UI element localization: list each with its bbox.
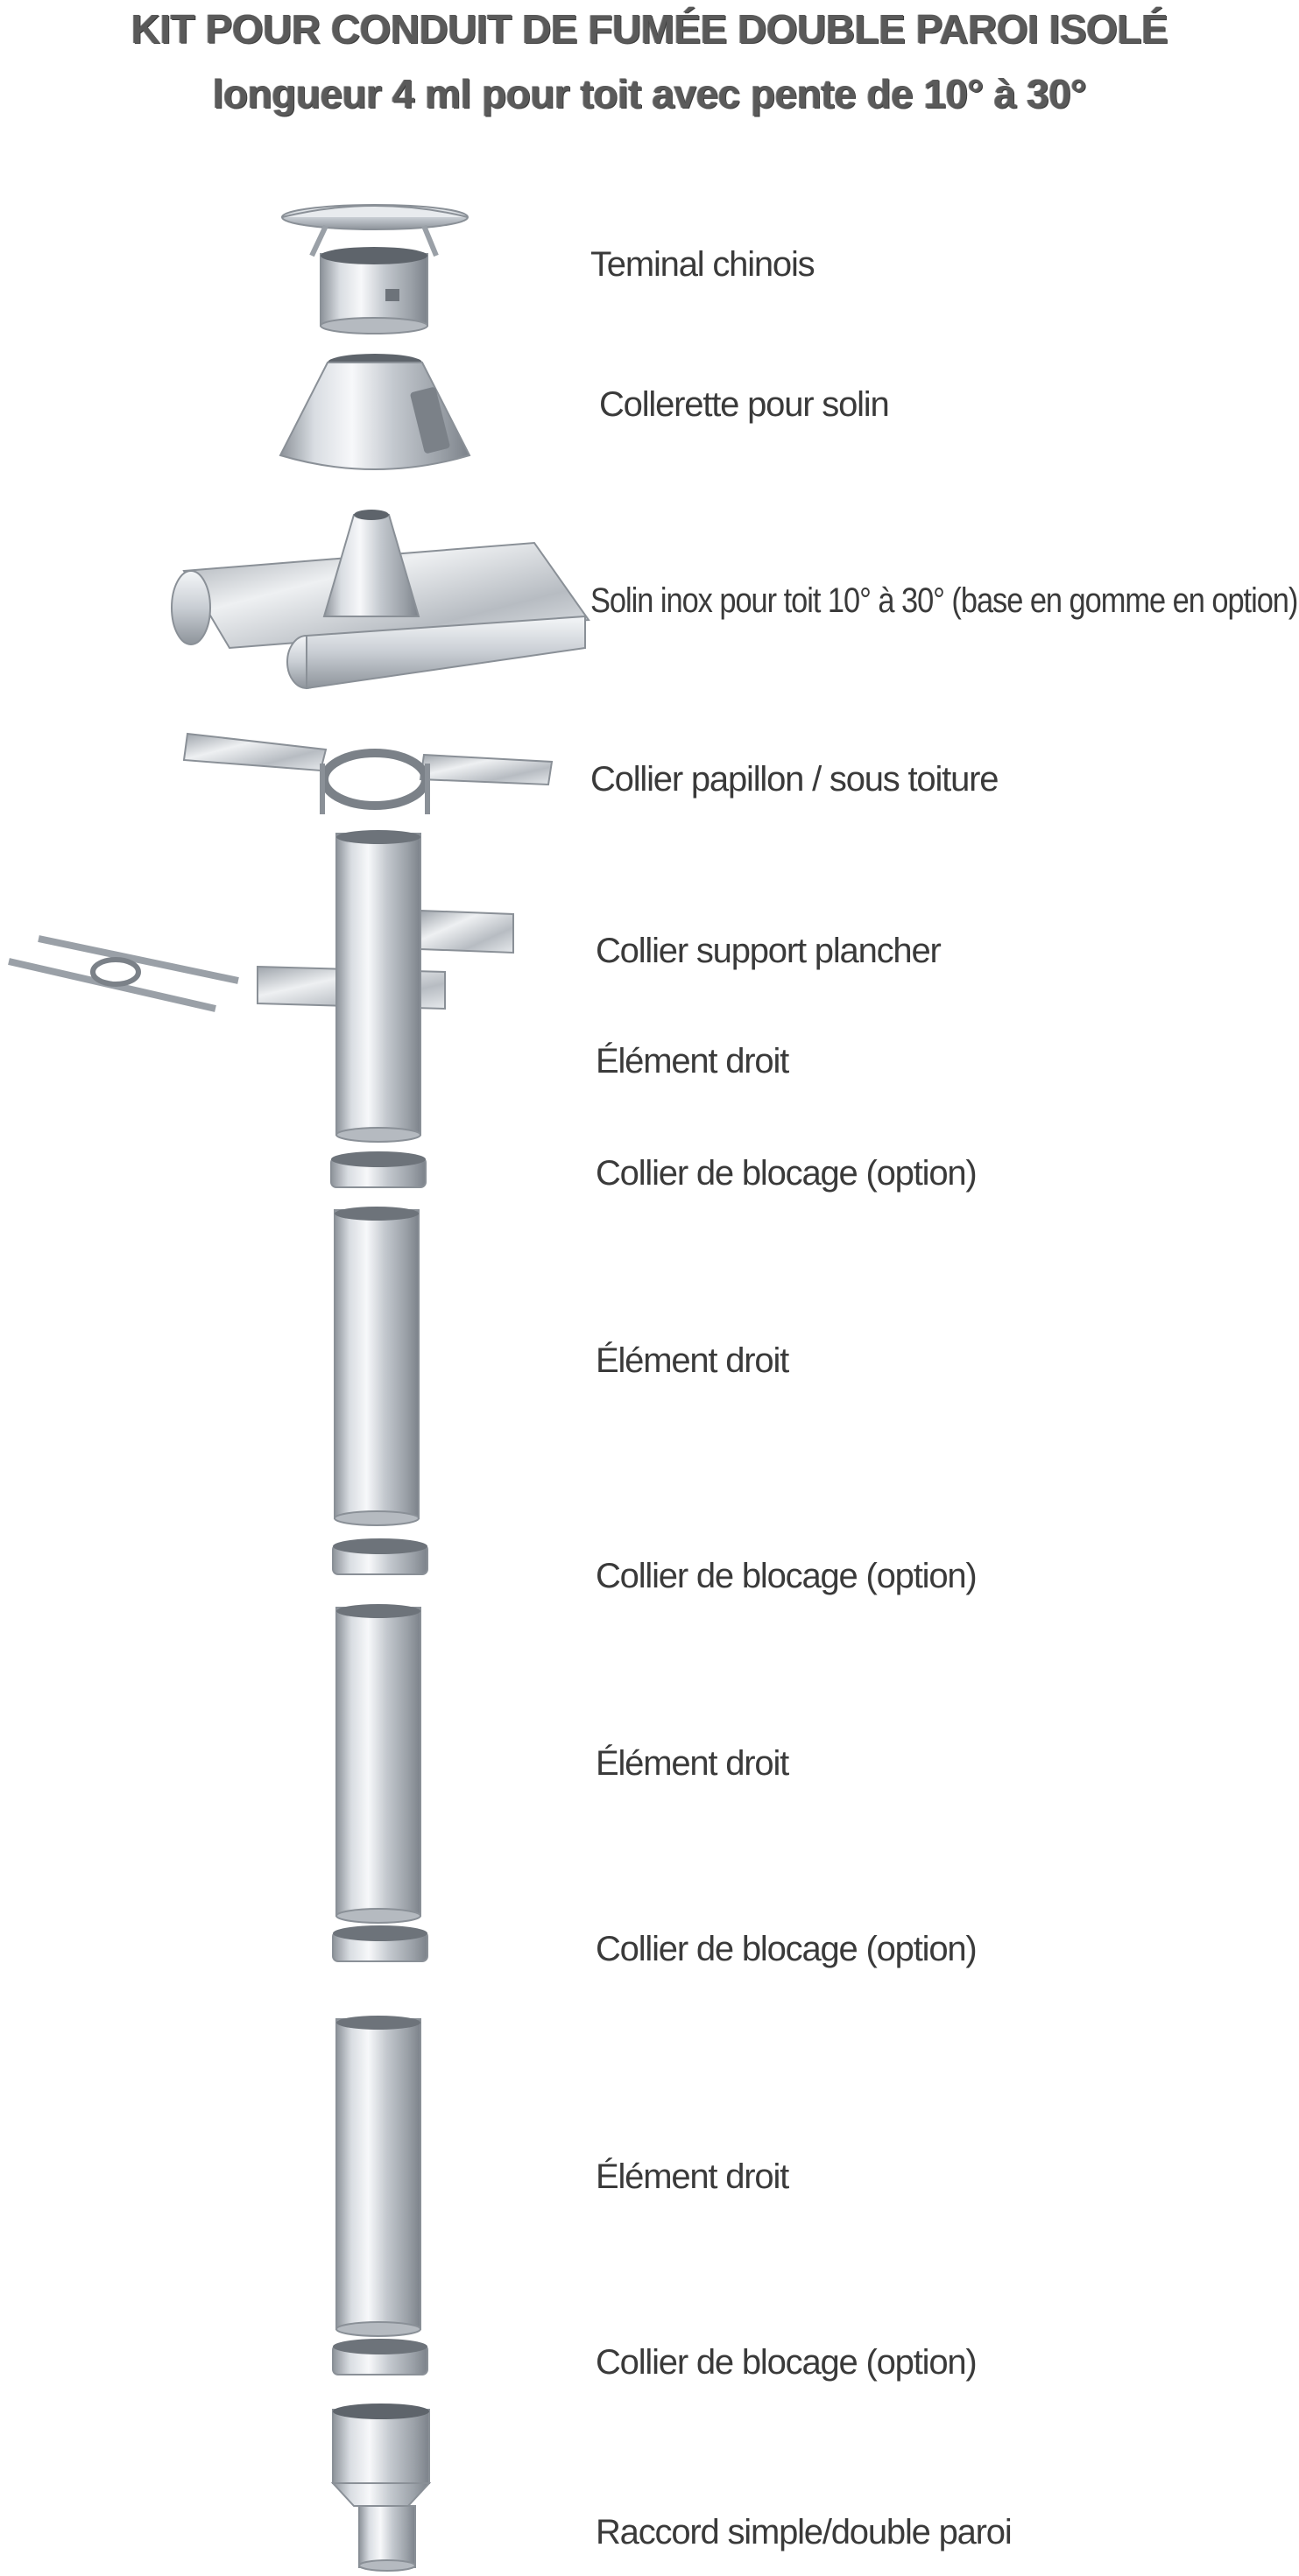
label-solin: Solin inox pour toit 10° à 30° (base en … <box>590 581 1298 620</box>
terminal-chinois-image <box>281 204 469 334</box>
label-collier-support-plancher: Collier support plancher <box>596 932 942 970</box>
label-collier-blocage-3: Collier de blocage (option) <box>596 1930 978 1968</box>
label-collier-blocage-1: Collier de blocage (option) <box>596 1154 978 1193</box>
label-raccord: Raccord simple/double paroi <box>596 2513 1013 2551</box>
element-droit-4-image <box>335 2016 421 2337</box>
collier-blocage-1-image <box>330 1151 427 1188</box>
label-collier-papillon: Collier papillon / sous toiture <box>590 760 999 799</box>
label-terminal-chinois: Teminal chinois <box>590 245 815 284</box>
label-element-droit-3: Élément droit <box>596 1744 789 1783</box>
collier-papillon-image <box>182 732 554 814</box>
collier-blocage-3-image <box>332 1925 428 1962</box>
collier-blocage-2-image <box>332 1538 428 1575</box>
element-droit-1-image <box>335 830 421 1143</box>
element-droit-2-image <box>334 1207 420 1526</box>
raccord-image <box>330 2404 432 2572</box>
label-collier-blocage-4: Collier de blocage (option) <box>596 2343 978 2382</box>
collier-support-plancher-image <box>8 909 514 1012</box>
label-element-droit-1: Élément droit <box>596 1042 789 1080</box>
label-element-droit-4: Élément droit <box>596 2157 789 2196</box>
label-collier-blocage-2: Collier de blocage (option) <box>596 1557 978 1595</box>
collerette-image <box>279 354 471 470</box>
label-element-droit-2: Élément droit <box>596 1341 789 1380</box>
label-collerette: Collerette pour solin <box>599 385 890 424</box>
page-title: KIT POUR CONDUIT DE FUMÉE DOUBLE PAROI I… <box>131 6 1168 52</box>
page-subtitle: longueur 4 ml pour toit avec pente de 10… <box>212 71 1087 116</box>
solin-image <box>171 510 590 690</box>
element-droit-3-image <box>335 1604 421 1924</box>
collier-blocage-4-image <box>332 2339 428 2375</box>
